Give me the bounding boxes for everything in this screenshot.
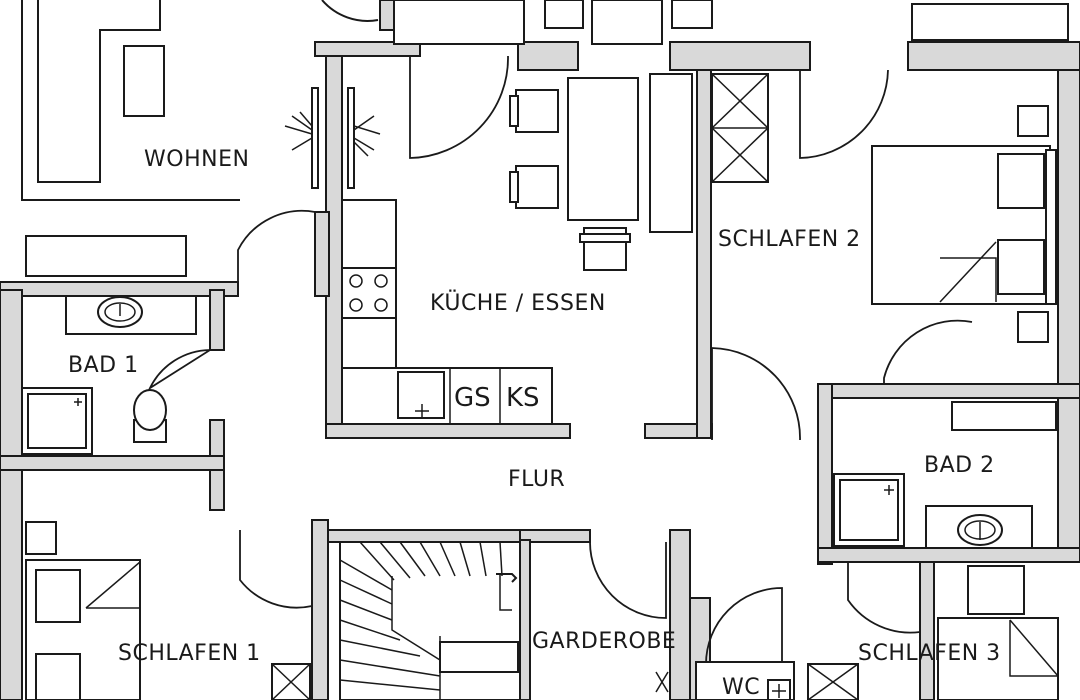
schlafen2-furniture — [711, 69, 1057, 441]
label-flur: FLUR — [508, 467, 565, 492]
label-bad-1: BAD 1 — [68, 353, 139, 378]
label-wohnen: WOHNEN — [144, 147, 249, 172]
label-gs: GS — [454, 383, 491, 413]
top-strip-furniture — [393, 0, 1069, 45]
wohnen-furniture — [21, 0, 381, 282]
label-schlafen-3: SCHLAFEN 3 — [858, 641, 1001, 666]
label-garderobe: GARDEROBE — [532, 629, 676, 654]
label-kueche: KÜCHE / ESSEN — [430, 290, 606, 316]
kueche-furniture — [341, 55, 693, 425]
staircase — [339, 541, 521, 700]
garderobe-wc-schlafen3 — [589, 541, 1059, 700]
bad1-furniture — [21, 295, 211, 455]
label-wc: WC — [722, 675, 760, 700]
schlafen1-furniture — [25, 521, 313, 700]
label-ks: KS — [506, 383, 540, 413]
label-schlafen-2: SCHLAFEN 2 — [718, 227, 861, 252]
room-labels: WOHNEN KÜCHE / ESSEN SCHLAFEN 2 BAD 1 FL… — [68, 147, 1001, 700]
bad2-furniture — [833, 401, 1057, 549]
label-bad-2: BAD 2 — [924, 453, 995, 478]
label-schlafen-1: SCHLAFEN 1 — [118, 641, 261, 666]
